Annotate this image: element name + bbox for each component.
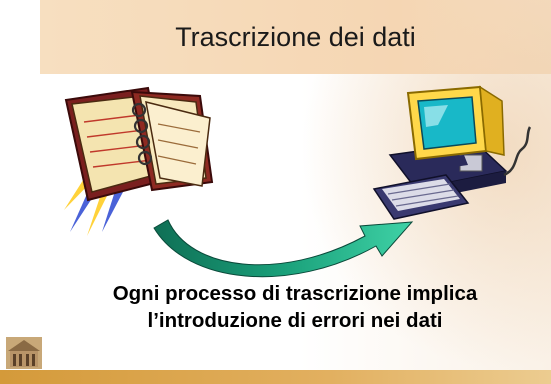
desktop-computer-clipart-icon: [372, 85, 532, 220]
footer-bar: [0, 370, 551, 384]
caption-line-1: Ogni processo di trascrizione implica: [112, 282, 478, 305]
institution-logo-icon: [6, 337, 42, 369]
caption-line-2: l’introduzione di errori nei dati: [147, 309, 443, 332]
slide-title: Trascrizione dei dati: [175, 21, 416, 52]
curved-arrow-icon: [153, 219, 414, 278]
caption: Ogni processo di trascrizione implica l’…: [60, 280, 530, 334]
title-band: [40, 0, 551, 74]
notebook-clipart-icon: [64, 86, 214, 236]
